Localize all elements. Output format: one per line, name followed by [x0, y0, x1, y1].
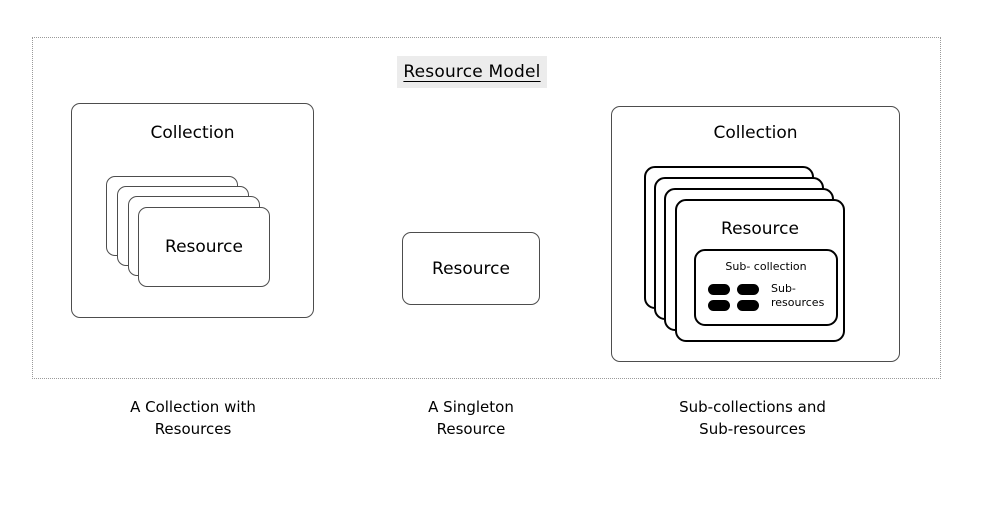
sub-collection-box: Sub- collection Sub- resources: [694, 249, 838, 326]
resource-label-right: Resource: [721, 219, 799, 239]
resource-label-left: Resource: [165, 237, 243, 257]
sub-resource-pill-icon: [708, 284, 730, 295]
resource-card-front-left: Resource: [138, 207, 270, 287]
diagram-title: Resource Model: [397, 56, 547, 88]
caption-subcollections-and-subresources: Sub-collections and Sub-resources: [679, 398, 826, 438]
caption-collection-with-resources: A Collection with Resources: [130, 398, 256, 438]
sub-resource-pill-icon: [737, 284, 759, 295]
collection-label-right: Collection: [713, 123, 798, 143]
sub-resource-pill-icon: [737, 300, 759, 311]
collection-label-left: Collection: [150, 123, 235, 143]
resource-label-singleton: Resource: [432, 259, 510, 279]
singleton-resource-box: Resource: [402, 232, 540, 305]
sub-resources-label: Sub- resources: [771, 282, 825, 309]
sub-resource-pill-group: [708, 284, 759, 311]
caption-singleton-resource: A Singleton Resource: [428, 398, 514, 438]
diagram-title-text: Resource Model: [403, 62, 541, 82]
sub-resource-pill-icon: [708, 300, 730, 311]
diagram-frame: [32, 37, 941, 379]
sub-collection-label: Sub- collection: [725, 260, 807, 273]
